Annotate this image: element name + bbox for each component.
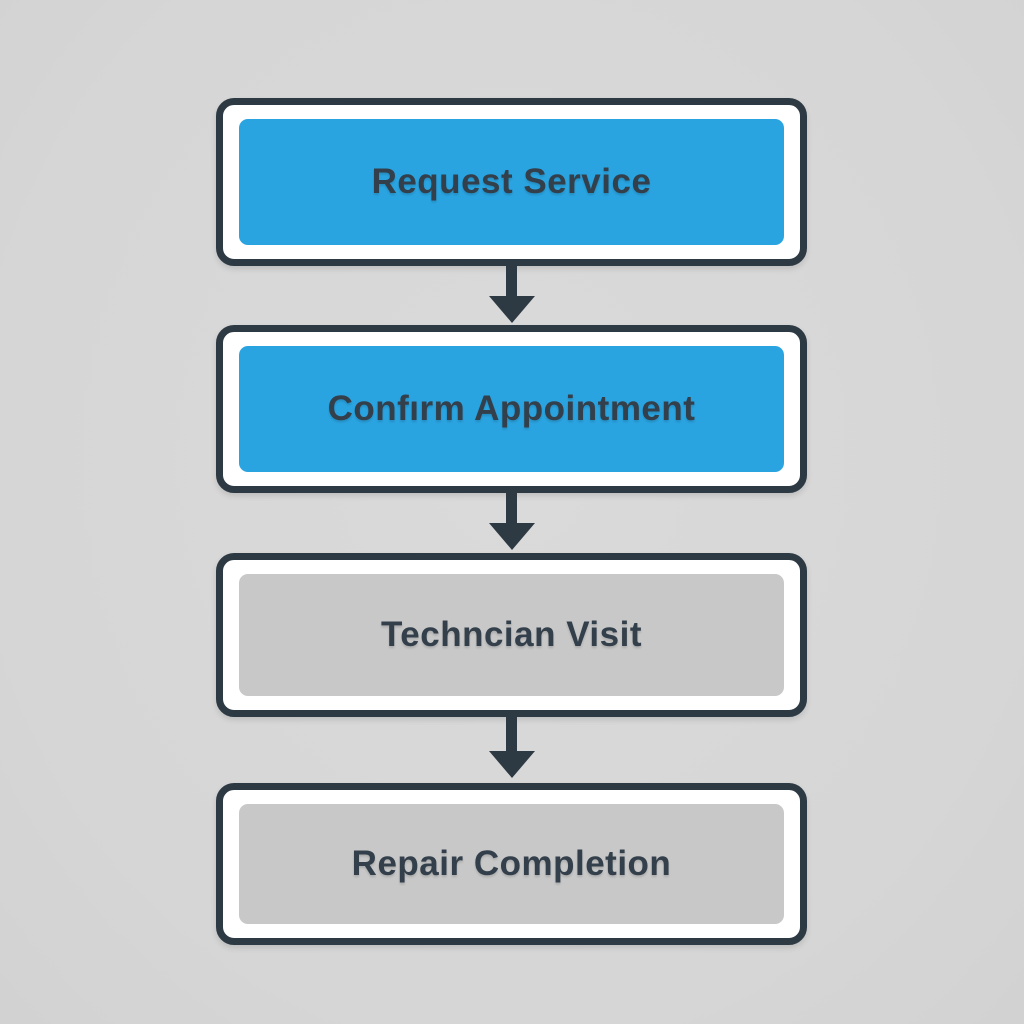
step-label: Techncian Visit (380, 615, 642, 654)
arrow-stem (506, 264, 517, 296)
step-label: Confırm Appointment (327, 389, 696, 428)
arrow-stem (506, 715, 517, 751)
arrow-down-icon (488, 491, 535, 550)
flow-step-repair-completion: Repair Completion (216, 783, 807, 945)
step-fill: Confırm Appointment (239, 346, 784, 472)
step-fill: Techncian Visit (239, 574, 784, 696)
arrow-head (488, 523, 535, 550)
arrow-head (488, 296, 535, 323)
arrow-stem (506, 491, 517, 523)
step-fill: Repair Completion (239, 804, 784, 924)
step-label: Repair Completion (351, 844, 672, 883)
step-fill: Request Service (239, 119, 784, 245)
arrow-down-icon (488, 264, 535, 323)
flow-step-technician-visit: Techncian Visit (216, 553, 807, 717)
flow-step-confirm-appointment: Confırm Appointment (216, 325, 807, 493)
step-label: Request Service (371, 162, 652, 201)
arrow-down-icon (488, 715, 535, 778)
flow-step-request-service: Request Service (216, 98, 807, 266)
arrow-head (488, 751, 535, 778)
